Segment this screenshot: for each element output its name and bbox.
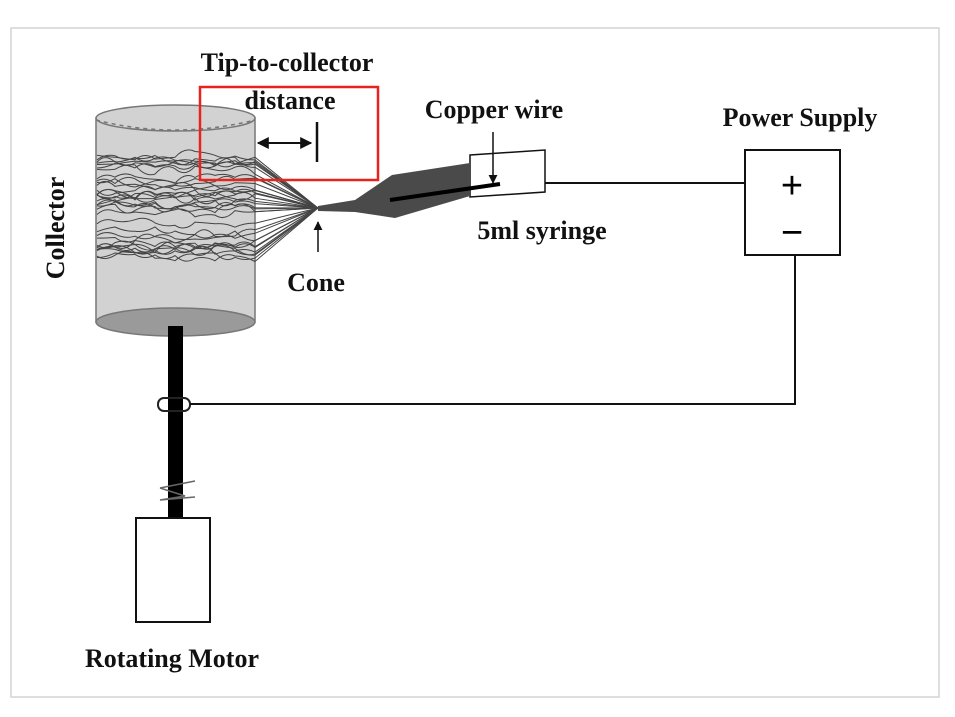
fiber-strand <box>96 199 319 211</box>
rotating-motor-label: Rotating Motor <box>85 644 259 673</box>
fiber-strand <box>96 185 319 209</box>
fiber-strand <box>96 207 319 255</box>
collector-cylinder <box>95 104 256 337</box>
fiber-strand <box>96 207 319 254</box>
fiber-strand <box>96 189 319 209</box>
fiber-strand <box>96 207 319 251</box>
fiber-strand <box>96 207 319 256</box>
rotating-motor-box <box>135 517 211 623</box>
distance-label: distance <box>245 86 336 115</box>
minus-terminal: − <box>781 212 803 254</box>
ground-wire <box>190 255 796 405</box>
fiber-strand <box>96 189 319 209</box>
spring-coupling <box>159 480 196 501</box>
fiber-strand <box>96 175 319 209</box>
cone-label: Cone <box>287 268 345 297</box>
fiber-strand <box>96 203 319 214</box>
power-supply-box <box>744 149 841 256</box>
fiber-mat <box>96 149 319 263</box>
fiber-strand <box>96 207 319 238</box>
collector-shaft <box>168 326 183 520</box>
power-supply-label: Power Supply <box>723 103 878 132</box>
syringe-label: 5ml syringe <box>477 216 606 245</box>
fiber-strand <box>96 207 319 262</box>
fiber-strand <box>96 207 319 219</box>
fiber-strand <box>96 207 319 229</box>
highlight-box <box>198 85 380 182</box>
plus-terminal: + <box>781 165 803 207</box>
fiber-strand <box>96 164 319 209</box>
fiber-strand <box>96 207 319 263</box>
collector-label: Collector <box>41 177 70 280</box>
fiber-strand <box>96 162 319 209</box>
fiber-strand <box>96 173 319 209</box>
syringe <box>318 149 546 218</box>
copper-wire-label: Copper wire <box>425 95 563 124</box>
fiber-strand <box>96 160 319 209</box>
fiber-strand <box>96 207 319 242</box>
fiber-strand <box>96 154 319 209</box>
tip-to-collector-label: Tip-to-collector <box>201 48 374 77</box>
